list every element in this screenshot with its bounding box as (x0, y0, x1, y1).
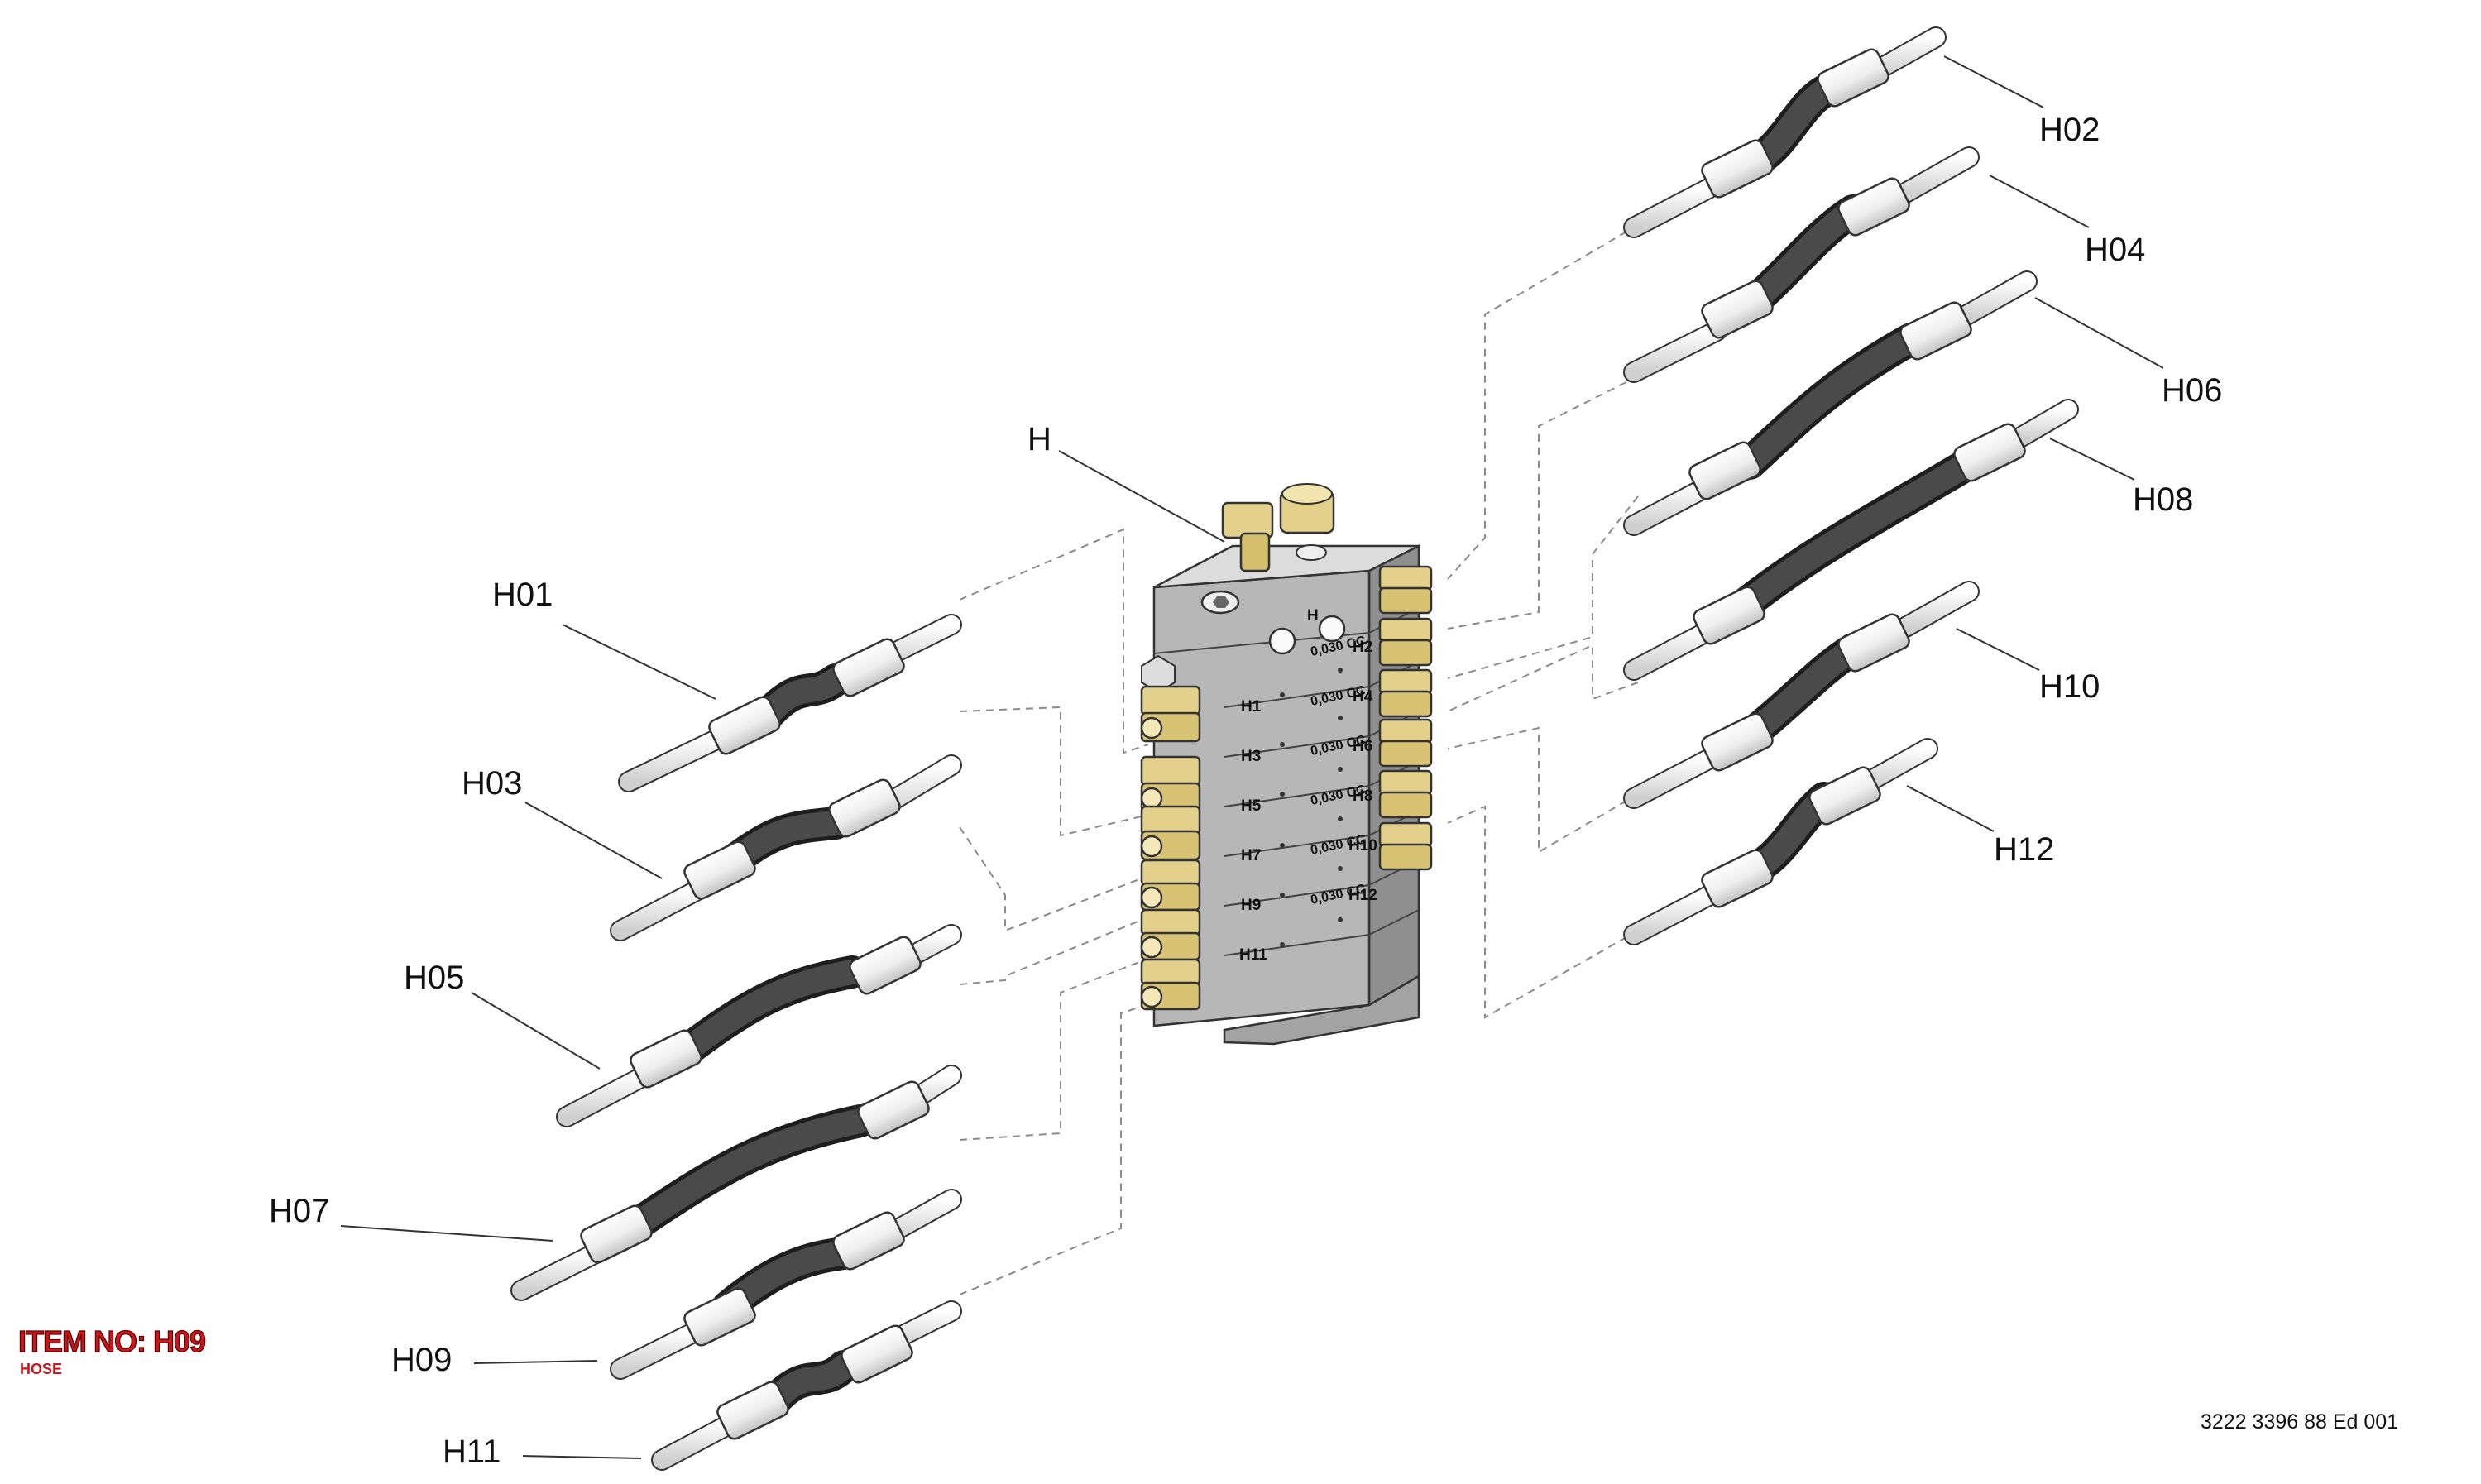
block-label-h2: H2 (1353, 639, 1372, 656)
block-label-h9: H9 (1241, 897, 1261, 914)
hose-h06 (1623, 270, 2038, 536)
block-label-h4: H4 (1353, 688, 1373, 706)
callout-h09: H09 (391, 1342, 452, 1378)
hose-h07 (510, 1065, 962, 1301)
callout-h12: H12 (1994, 831, 2054, 868)
block-label-h5: H5 (1241, 797, 1262, 815)
callout-h01: H01 (492, 577, 553, 613)
leader-lines (340, 55, 2164, 1459)
callout-h08: H08 (2133, 481, 2193, 518)
hose-h11 (651, 1300, 962, 1471)
block-label-h12: H12 (1348, 887, 1377, 904)
callout-h11: H11 (443, 1434, 501, 1470)
callout-h10: H10 (2039, 668, 2100, 705)
hose-h04 (1623, 146, 1980, 383)
block-label-h11: H11 (1239, 946, 1267, 964)
block-label-h7: H7 (1241, 847, 1261, 864)
distributor-block: H 0,030 CC H2 0,030 CC H4 0,030 CC H6 0,… (1140, 483, 1433, 1046)
item-description: HOSE (20, 1361, 63, 1377)
right-outlet-fittings (1378, 565, 1433, 871)
left-outlet-fittings (1140, 685, 1201, 1011)
hose-h03 (610, 754, 962, 941)
callout-h07: H07 (269, 1193, 329, 1229)
hose-h10 (1623, 581, 1980, 809)
callout-h06: H06 (2162, 372, 2222, 409)
hose-h12 (1623, 738, 1938, 945)
block-label-h1: H1 (1241, 698, 1262, 716)
callout-h: H (1027, 421, 1051, 457)
block-label-h3: H3 (1241, 748, 1261, 765)
dashed-connector-lines (959, 224, 1639, 1295)
callout-h02: H02 (2039, 112, 2100, 148)
callout-h05: H05 (404, 960, 464, 996)
item-number-title: ITEM NO: H09 (17, 1324, 206, 1358)
callout-h04: H04 (2085, 232, 2145, 268)
block-label-top-h: H (1307, 607, 1319, 625)
block-label-h6: H6 (1353, 738, 1372, 755)
hose-h02 (1623, 26, 1947, 238)
hose-h08 (1623, 399, 2079, 681)
callout-h03: H03 (462, 765, 522, 802)
hose-h05 (556, 924, 962, 1127)
inlet-elbow-fitting (1221, 483, 1335, 572)
block-label-h10: H10 (1348, 837, 1377, 854)
block-label-h8: H8 (1353, 787, 1372, 805)
hose-h09 (610, 1189, 962, 1380)
document-number: 3222 3396 88 Ed 001 (2201, 1410, 2399, 1434)
hose-h01 (618, 614, 962, 792)
